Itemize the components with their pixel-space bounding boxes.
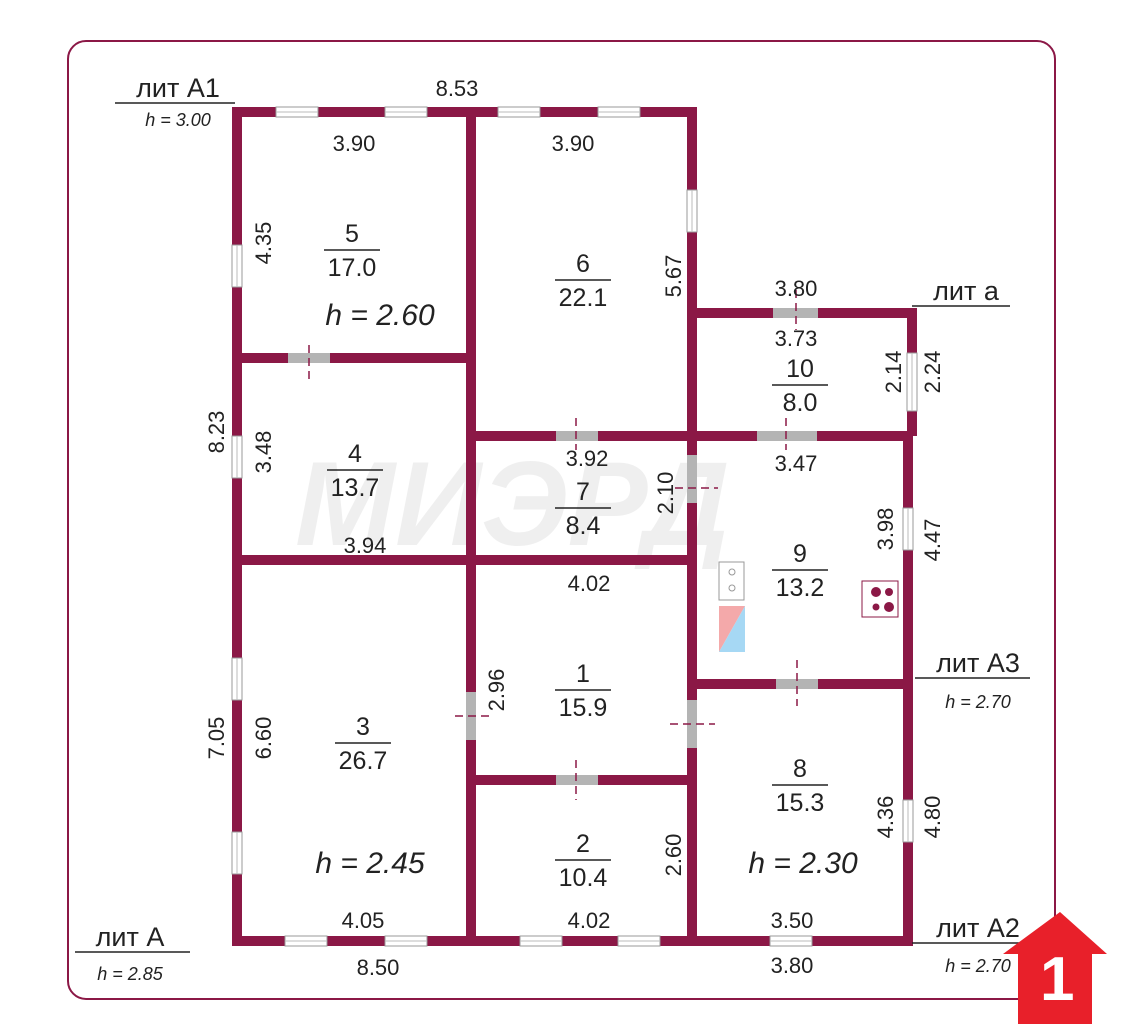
dimension-label: 4.36 xyxy=(873,796,898,839)
liter-height: h = 2.70 xyxy=(945,692,1011,712)
door[interactable] xyxy=(687,455,697,503)
room-area: 26.7 xyxy=(339,747,388,775)
liter-height: h = 3.00 xyxy=(145,110,211,130)
dimension-label: 3.94 xyxy=(344,533,387,558)
logo-key-house: 1 xyxy=(1003,912,1107,1024)
openings xyxy=(231,106,918,947)
room-number: 10 xyxy=(786,355,814,383)
dimension-label: 2.96 xyxy=(484,669,509,712)
liter-label: лит А xyxy=(96,922,165,952)
room-area: 22.1 xyxy=(559,284,608,312)
ceiling-height: h = 2.60 xyxy=(325,299,435,332)
logo-glyph: 1 xyxy=(1040,945,1074,1014)
door[interactable] xyxy=(687,700,697,748)
dimension-label: 3.50 xyxy=(771,908,814,933)
dimension-label: 2.60 xyxy=(661,834,686,877)
room-area: 15.3 xyxy=(776,789,825,817)
dimension-label: 4.80 xyxy=(920,796,945,839)
room-area: 8.4 xyxy=(566,512,601,540)
room-area: 13.7 xyxy=(331,474,380,502)
liter-label: лит а xyxy=(933,276,1000,306)
door[interactable] xyxy=(757,431,817,441)
room-number: 8 xyxy=(793,755,807,783)
room-number: 4 xyxy=(348,440,362,468)
sink-icon xyxy=(718,561,745,652)
room-number: 6 xyxy=(576,250,590,278)
stove-icon xyxy=(861,580,899,618)
room-area: 10.4 xyxy=(559,864,608,892)
door[interactable] xyxy=(556,775,598,785)
dimension-label: 3.80 xyxy=(775,276,818,301)
dimension-label: 2.24 xyxy=(920,351,945,394)
dimension-label: 3.47 xyxy=(775,451,818,476)
ceiling-height: h = 2.45 xyxy=(315,847,425,880)
dimension-label: 7.05 xyxy=(204,717,229,760)
door[interactable] xyxy=(556,431,598,441)
room-area: 17.0 xyxy=(328,254,377,282)
room-number: 9 xyxy=(793,540,807,568)
room-area: 13.2 xyxy=(776,574,825,602)
room-number: 5 xyxy=(345,220,359,248)
room-number: 1 xyxy=(576,660,590,688)
dimension-label: 4.47 xyxy=(920,519,945,562)
room-number: 2 xyxy=(576,830,590,858)
dimension-label: 3.90 xyxy=(333,131,376,156)
dimension-label: 4.05 xyxy=(342,908,385,933)
liter-height: h = 2.70 xyxy=(945,956,1011,976)
liter-label: лит А1 xyxy=(136,73,220,103)
dimension-label: 3.98 xyxy=(873,508,898,551)
dimension-label: 8.23 xyxy=(204,411,229,454)
dimension-label: 4.35 xyxy=(251,222,276,265)
door[interactable] xyxy=(776,679,818,689)
watermark: МИЭРД xyxy=(295,437,730,571)
room-area: 15.9 xyxy=(559,694,608,722)
dimension-label: 3.92 xyxy=(566,446,609,471)
dimension-label: 8.50 xyxy=(357,955,400,980)
dimension-label: 8.53 xyxy=(436,76,479,101)
dimension-label: 2.10 xyxy=(653,472,678,515)
dimension-label: 4.02 xyxy=(568,571,611,596)
room-number: 7 xyxy=(576,478,590,506)
dimension-label: 3.80 xyxy=(771,953,814,978)
labels: 5 17.0 6 22.1 10 8.0 4 13.7 7 8.4 9 13.2 3 26.7 1 15.9 2… xyxy=(75,73,1030,984)
room-number: 3 xyxy=(356,713,370,741)
dimension-label: 4.02 xyxy=(568,908,611,933)
liter-label: лит А2 xyxy=(936,913,1020,943)
ceiling-height: h = 2.30 xyxy=(748,847,858,880)
room-area: 8.0 xyxy=(783,389,818,417)
door[interactable] xyxy=(773,308,818,318)
dimension-label: 6.60 xyxy=(251,717,276,760)
dimension-label: 3.90 xyxy=(552,131,595,156)
dimension-label: 3.48 xyxy=(251,431,276,474)
dimension-label: 5.67 xyxy=(661,255,686,298)
liter-label: лит А3 xyxy=(936,648,1020,678)
liter-height: h = 2.85 xyxy=(97,964,164,984)
frame-border xyxy=(67,40,1056,1000)
dimension-label: 2.14 xyxy=(881,351,906,394)
dimension-label: 3.73 xyxy=(775,326,818,351)
